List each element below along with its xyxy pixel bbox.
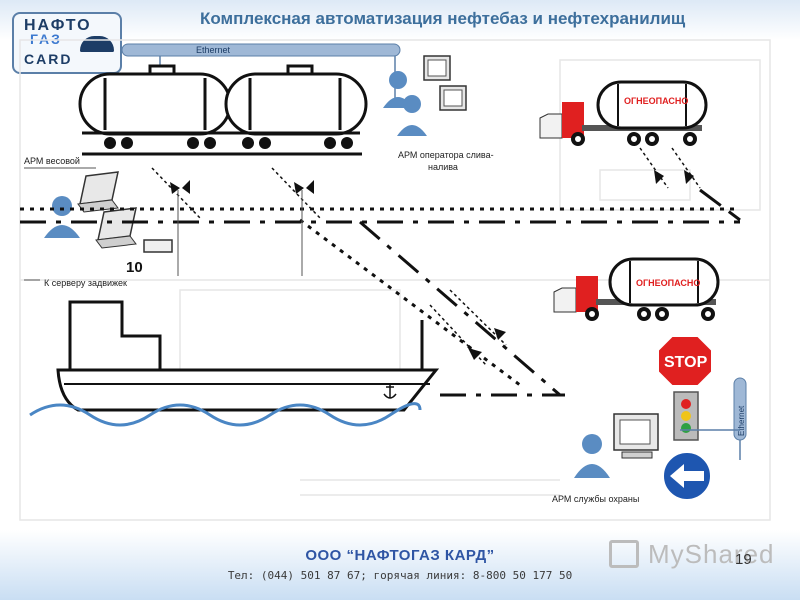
security-workstation [574, 413, 659, 478]
danger-label-1: ОГНЕОПАСНО [624, 96, 688, 106]
track-lines [20, 188, 741, 397]
operator-workstation [383, 55, 467, 136]
watermark-logo-icon [609, 540, 639, 568]
company-name: ООО “НАФТОГАЗ КАРД” [305, 547, 495, 564]
rail-wheels [104, 137, 353, 149]
ethernet-bar-top: Ethernet [121, 43, 401, 57]
traffic-light-icon [673, 391, 699, 441]
logo-line-1: НАФТО [24, 17, 92, 34]
tanker-ship [56, 300, 440, 412]
valve-server-label: К серверу задвижек [44, 278, 127, 288]
anchor-icon [383, 384, 397, 399]
stop-sign-label: STOP [664, 354, 708, 371]
company-logo: НАФТО ГАЗ CARD [12, 12, 122, 74]
weigher-person-icon [52, 196, 72, 216]
sensor-poles [177, 190, 303, 276]
direction-arrow-sign-icon [662, 451, 712, 501]
page-title: Комплексная автоматизация нефтебаз и неф… [200, 9, 686, 28]
company-contacts: Тел: (044) 501 87 67; горячая линия: 8-8… [227, 569, 573, 582]
security-person-icon [582, 434, 602, 454]
operator-person-icon [389, 71, 407, 89]
ethernet-right-label: Ethernet [737, 405, 746, 436]
arm-security-label: АРМ службы охраны [552, 494, 639, 504]
fuel-truck-2: ОГНЕОПАСНО [553, 257, 720, 321]
header-band [0, 0, 800, 40]
watermark-label: MyShared [648, 539, 775, 569]
ethernet-top-label: Ethernet [196, 45, 231, 55]
operator-person-icon-2 [403, 95, 421, 113]
footer-band [0, 530, 800, 600]
network-device-icon [143, 239, 173, 253]
arm-weigher-label: АРМ весовой [24, 156, 80, 166]
fuel-truck-1: ОГНЕОПАСНО [539, 80, 708, 146]
device-number-label: 10 [126, 259, 143, 276]
logo-line-2: ГАЗ [30, 31, 62, 47]
danger-label-2: ОГНЕОПАСНО [636, 278, 700, 288]
weigher-workstation [44, 171, 173, 253]
stop-sign-icon: STOP [657, 335, 713, 387]
water-waves [29, 402, 422, 427]
sensor-beams [151, 147, 701, 366]
watermark-text: MyShared [608, 539, 775, 570]
arm-operator-label-2: налива [428, 162, 458, 172]
sensor-arrows [170, 170, 694, 360]
arm-operator-label: АРМ оператора слива- [398, 150, 494, 160]
rail-tank-cars [78, 64, 368, 156]
background-structures [19, 39, 771, 521]
logo-line-3: CARD [24, 51, 73, 67]
page-number: 19 [735, 551, 752, 568]
